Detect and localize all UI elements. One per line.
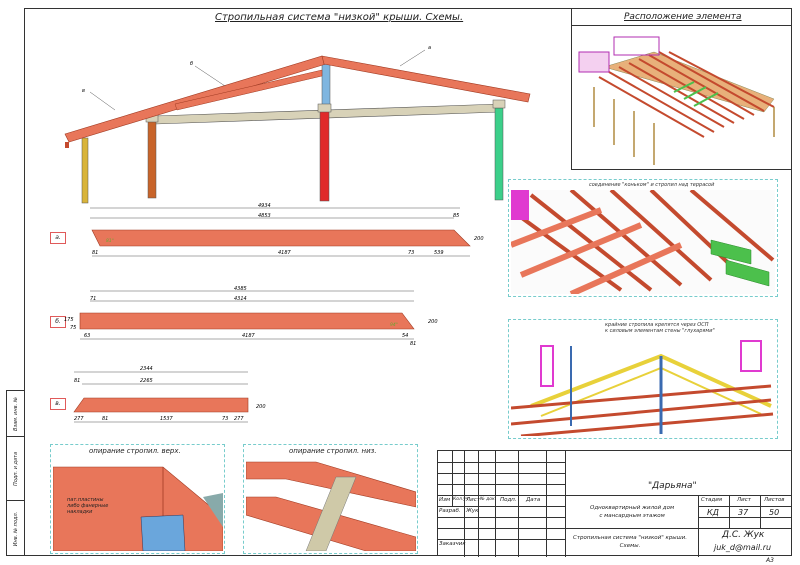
tb-role-customer: Заказчик [439,541,466,547]
dim-c-b3: 73 [222,416,228,422]
ridge-caption: соединение "коньком" и стропил над терра… [589,182,715,188]
support-top-3d [53,466,223,551]
dim-a-b1: 4187 [278,250,292,256]
side-cell-inventory: Инв. № подл. [12,511,19,546]
dim-a-inner: 4853 [258,213,271,219]
detail-tag-b: б. [50,316,66,328]
location-3d-view [578,36,775,165]
tb-sheets: 50 [769,508,780,517]
truss-3d-view: в б а [64,45,531,204]
dim-b-b1: 4187 [242,333,256,339]
dim-b-l2: 75 [70,325,76,331]
support-top-panel: опирание стропил. верх. пат.пластины либ… [50,444,225,554]
support-bottom-3d [246,461,416,551]
angle-a: 81° [106,238,114,244]
tb-sheet-label: Лист [737,497,751,503]
dim-a-b3: 539 [434,250,444,256]
dim-a-b0: 81 [92,250,98,256]
ridge-3d-view [511,190,775,294]
dim-a-side1: 200 [474,236,484,242]
side-cell-sign: Подп. и дата [7,437,24,501]
detail-tag-c: в. [50,398,66,410]
dim-b-l0: 71 [90,296,96,302]
support-bottom-caption: опирание стропил. низ. [289,447,377,455]
location-title: Расположение элемента [624,12,742,22]
detail-b-drawing: 4385 4314 63 4187 54 81 71 175 75 200 94… [64,286,438,347]
dim-b-l1: 175 [64,317,74,323]
tb-role-developer: Разраб. [439,508,461,514]
support-top-caption: опирание стропил. верх. [89,447,181,455]
dim-a-total: 4934 [258,203,271,209]
dim-c-side: 200 [256,404,266,410]
dim-c-b0: 277 [74,416,84,422]
drawing-frame [24,8,792,556]
dim-c-b1: 81 [102,416,108,422]
dim-a-side0: 85 [453,213,459,219]
dim-c-b4: 277 [234,416,244,422]
tb-header-date: Дата [526,497,541,503]
rafter-view-panel: крайние стропила крепятся через ОСП к си… [508,319,778,439]
dim-c-inner: 2265 [140,378,153,384]
title-block: Изм Кол.уч Лист № док. Подп. Дата Разраб… [437,450,792,557]
tb-project: "Дарьяна" [648,481,697,491]
side-strip: Взам. инв. № Подп. и дата Инв. № подл. [6,390,24,556]
tb-header-izm: Изм [439,497,451,503]
dim-a-b2: 73 [408,250,414,256]
dim-b-b3: 81 [410,341,416,347]
rafter-3d-view [511,340,774,436]
tb-header-list: Лист [466,497,480,503]
dim-c-total: 2344 [140,366,153,372]
dim-c-b2: 1537 [160,416,174,422]
tb-author: Д.С. Жук [722,530,765,540]
tb-stage: КД [707,508,719,517]
leader-label-a: а [428,45,431,51]
tb-building: Одноквартирный жилой дом с мансардным эт… [590,505,675,519]
side-cell-replace: Взам. инв. № [7,391,24,437]
tb-header-doc: № док. [480,497,497,502]
sheet-format: А3 [766,557,774,564]
tb-sheet: 37 [738,508,749,517]
rafter-note-1: крайние стропила крепятся через ОСП [605,322,709,328]
ridge-view-panel: соединение "коньком" и стропил над терра… [508,179,778,297]
leader-label-b: б [190,61,193,67]
rafter-note-2: к силовым элементам стены "глухарями" [605,328,715,334]
main-title: Стропильная система "низкой" крыши. Схем… [215,12,464,23]
leader-label-v: в [82,88,85,94]
tb-header-kol: Кол.уч [453,497,469,502]
tb-header-sign: Подп. [500,497,517,503]
dim-c-left: 81 [74,378,80,384]
plate-note: пат.пластины либо фанерные накладки [67,497,109,515]
location-panel: Расположение элемента [571,8,792,170]
dim-b-b2: 54 [402,333,408,339]
dim-b-total: 4385 [234,286,247,292]
detail-tag-a: а. [50,232,66,244]
detail-c-drawing: 2344 2265 81 277 81 1537 73 277 200 [73,366,266,423]
support-bottom-panel: опирание стропил. низ. [243,444,418,554]
tb-name-developer: Жук [466,508,479,514]
tb-sheets-label: Листов [764,497,785,503]
tb-email: juk_d@mail.ru [714,543,772,552]
angle-b: 94° [390,322,398,328]
tb-stage-label: Стадия [701,497,723,503]
dim-b-inner: 4314 [234,296,247,302]
detail-a-drawing: 4934 4853 81 4187 73 539 85 200 81° [90,203,484,257]
tb-drawing: Стропильная система "низкой" крыши. Схем… [573,535,688,549]
dim-b-b0: 63 [84,333,90,339]
dim-b-side: 200 [428,319,438,325]
